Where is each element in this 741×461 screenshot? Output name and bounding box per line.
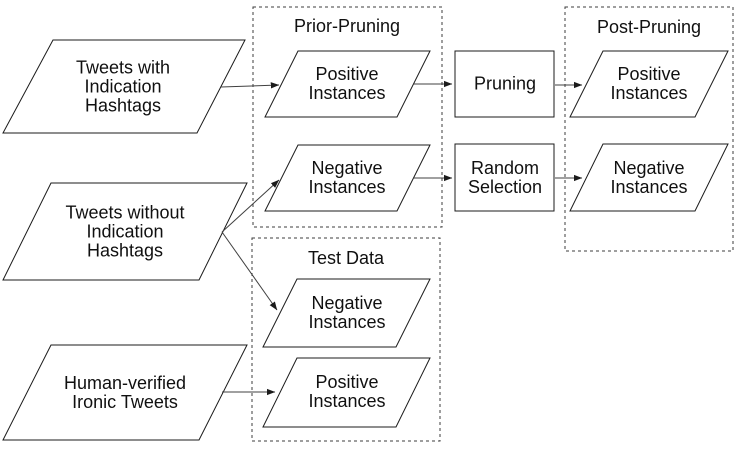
- prior-pruning-positive-instances-shape: [264, 50, 431, 118]
- random-selection-process-shape: [454, 143, 555, 212]
- prior-pruning-negative-instances-shape: [264, 144, 431, 212]
- prior-pruning-group-box: [252, 6, 443, 228]
- test-data-positive-instances-shape: [262, 357, 431, 428]
- edge-tweets-without-to-prior-negative: [221, 179, 280, 233]
- post-pruning-negative-instances-shape: [569, 143, 729, 212]
- post-pruning-positive-instances-shape: [569, 50, 729, 118]
- tweets-without-indication-hashtags-shape: [2, 182, 248, 281]
- pruning-process-shape: [454, 50, 555, 118]
- edge-tweets-with-to-prior-positive: [220, 82, 280, 89]
- post-pruning-group-box: [564, 6, 734, 252]
- tweets-with-indication-hashtags-shape: [2, 39, 246, 134]
- test-data-group-box: [251, 237, 441, 442]
- test-data-negative-instances-shape: [262, 278, 431, 348]
- human-verified-ironic-tweets-shape: [2, 344, 248, 441]
- edge-tweets-without-to-test-negative: [221, 231, 278, 311]
